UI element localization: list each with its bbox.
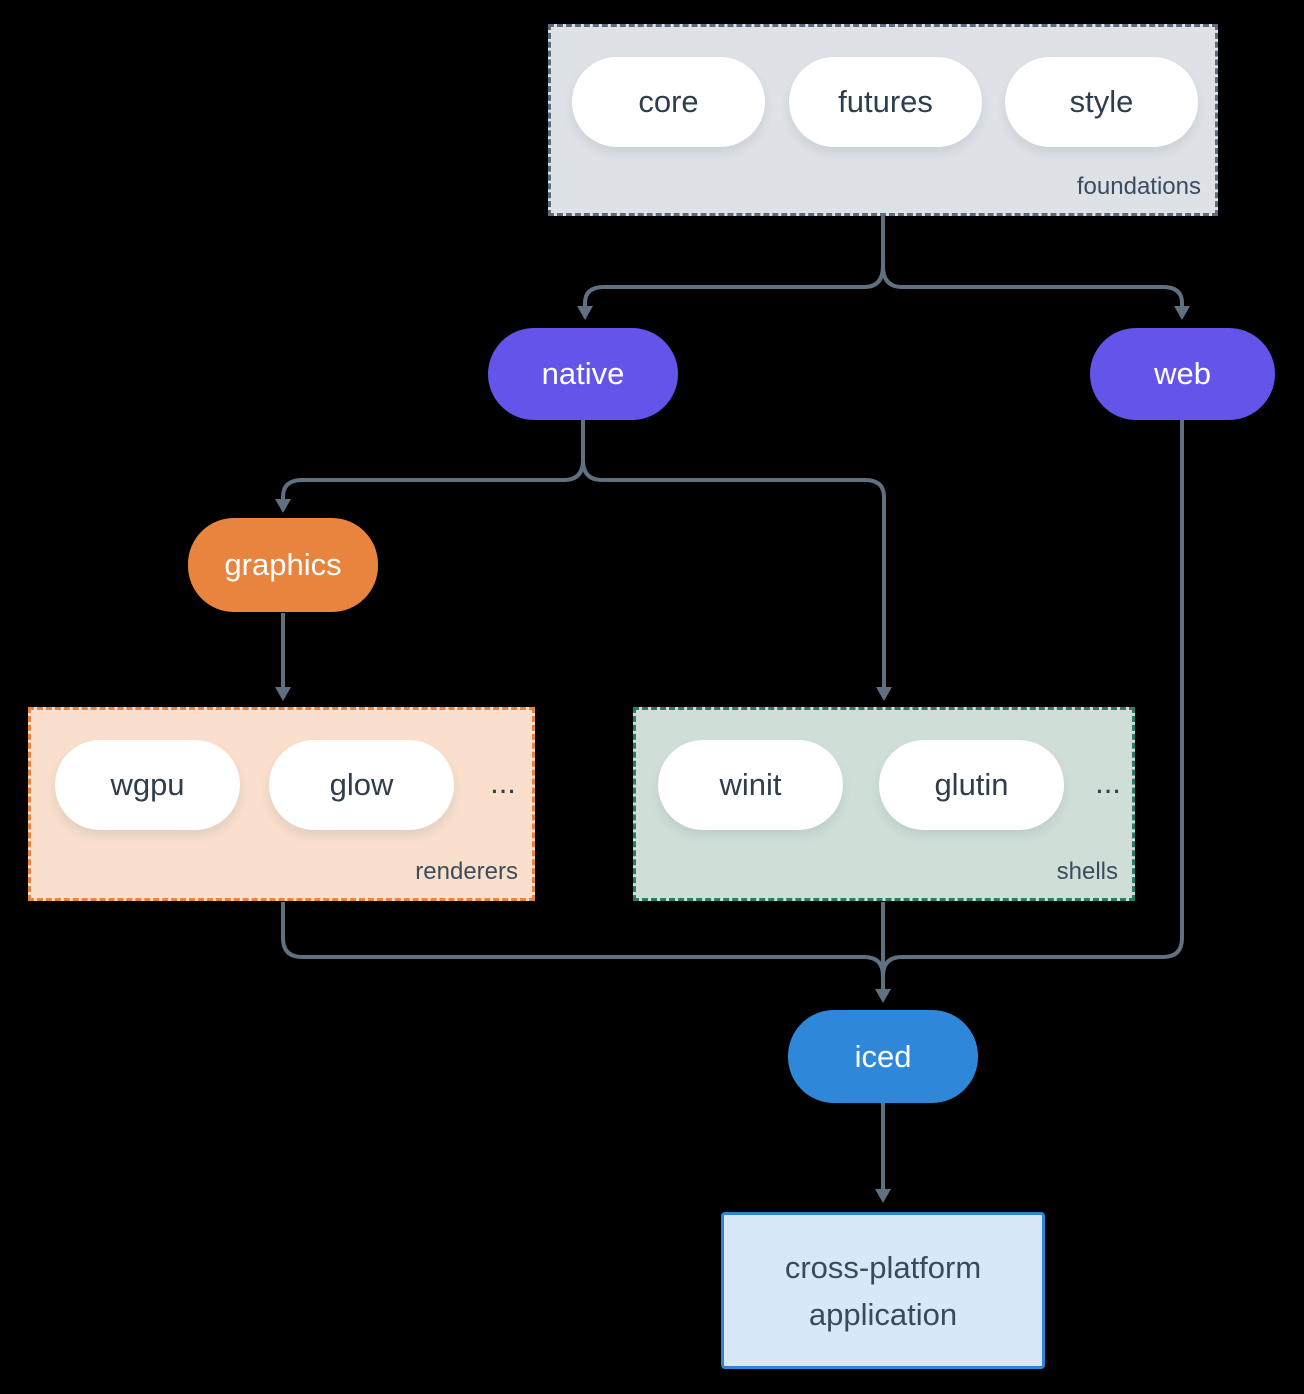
arrowhead-iced [875,989,891,1003]
arrowhead-shells [876,687,892,701]
connector-native-graphics [281,459,585,499]
shells-label: shells [1056,858,1118,885]
node-web: web [1090,328,1275,420]
node-futures: futures [789,57,982,147]
arrowhead-renderers [275,687,291,701]
node-glutin: glutin [879,740,1064,830]
renderers-group: wgpu glow ... renderers [28,707,535,901]
node-cross-platform-application: cross-platform application [721,1212,1045,1369]
connector-foundations-native [583,265,885,307]
shells-ellipsis: ... [1095,765,1121,800]
node-glow: glow [269,740,454,830]
arrowhead-web [1174,306,1190,320]
connector-native-shells [581,459,886,687]
connector-renderers-iced [281,902,885,977]
shells-group: winit glutin ... shells [633,707,1135,901]
arrowhead-graphics [275,499,291,513]
node-iced: iced [788,1010,978,1103]
node-style: style [1005,57,1198,147]
application-label-line2: application [808,1296,958,1332]
node-winit: winit [658,740,843,830]
renderers-label: renderers [415,858,518,885]
application-label-line1: cross-platform [784,1249,982,1285]
renderers-ellipsis: ... [490,765,516,800]
node-graphics: graphics [188,518,378,612]
foundations-group: core futures style foundations [548,24,1218,216]
node-wgpu: wgpu [55,740,240,830]
node-native: native [488,328,678,420]
node-core: core [572,57,765,147]
connector-foundations-web [881,265,1184,307]
foundations-label: foundations [1076,173,1201,200]
arrowhead-native [577,306,593,320]
arrowhead-application [875,1189,891,1203]
